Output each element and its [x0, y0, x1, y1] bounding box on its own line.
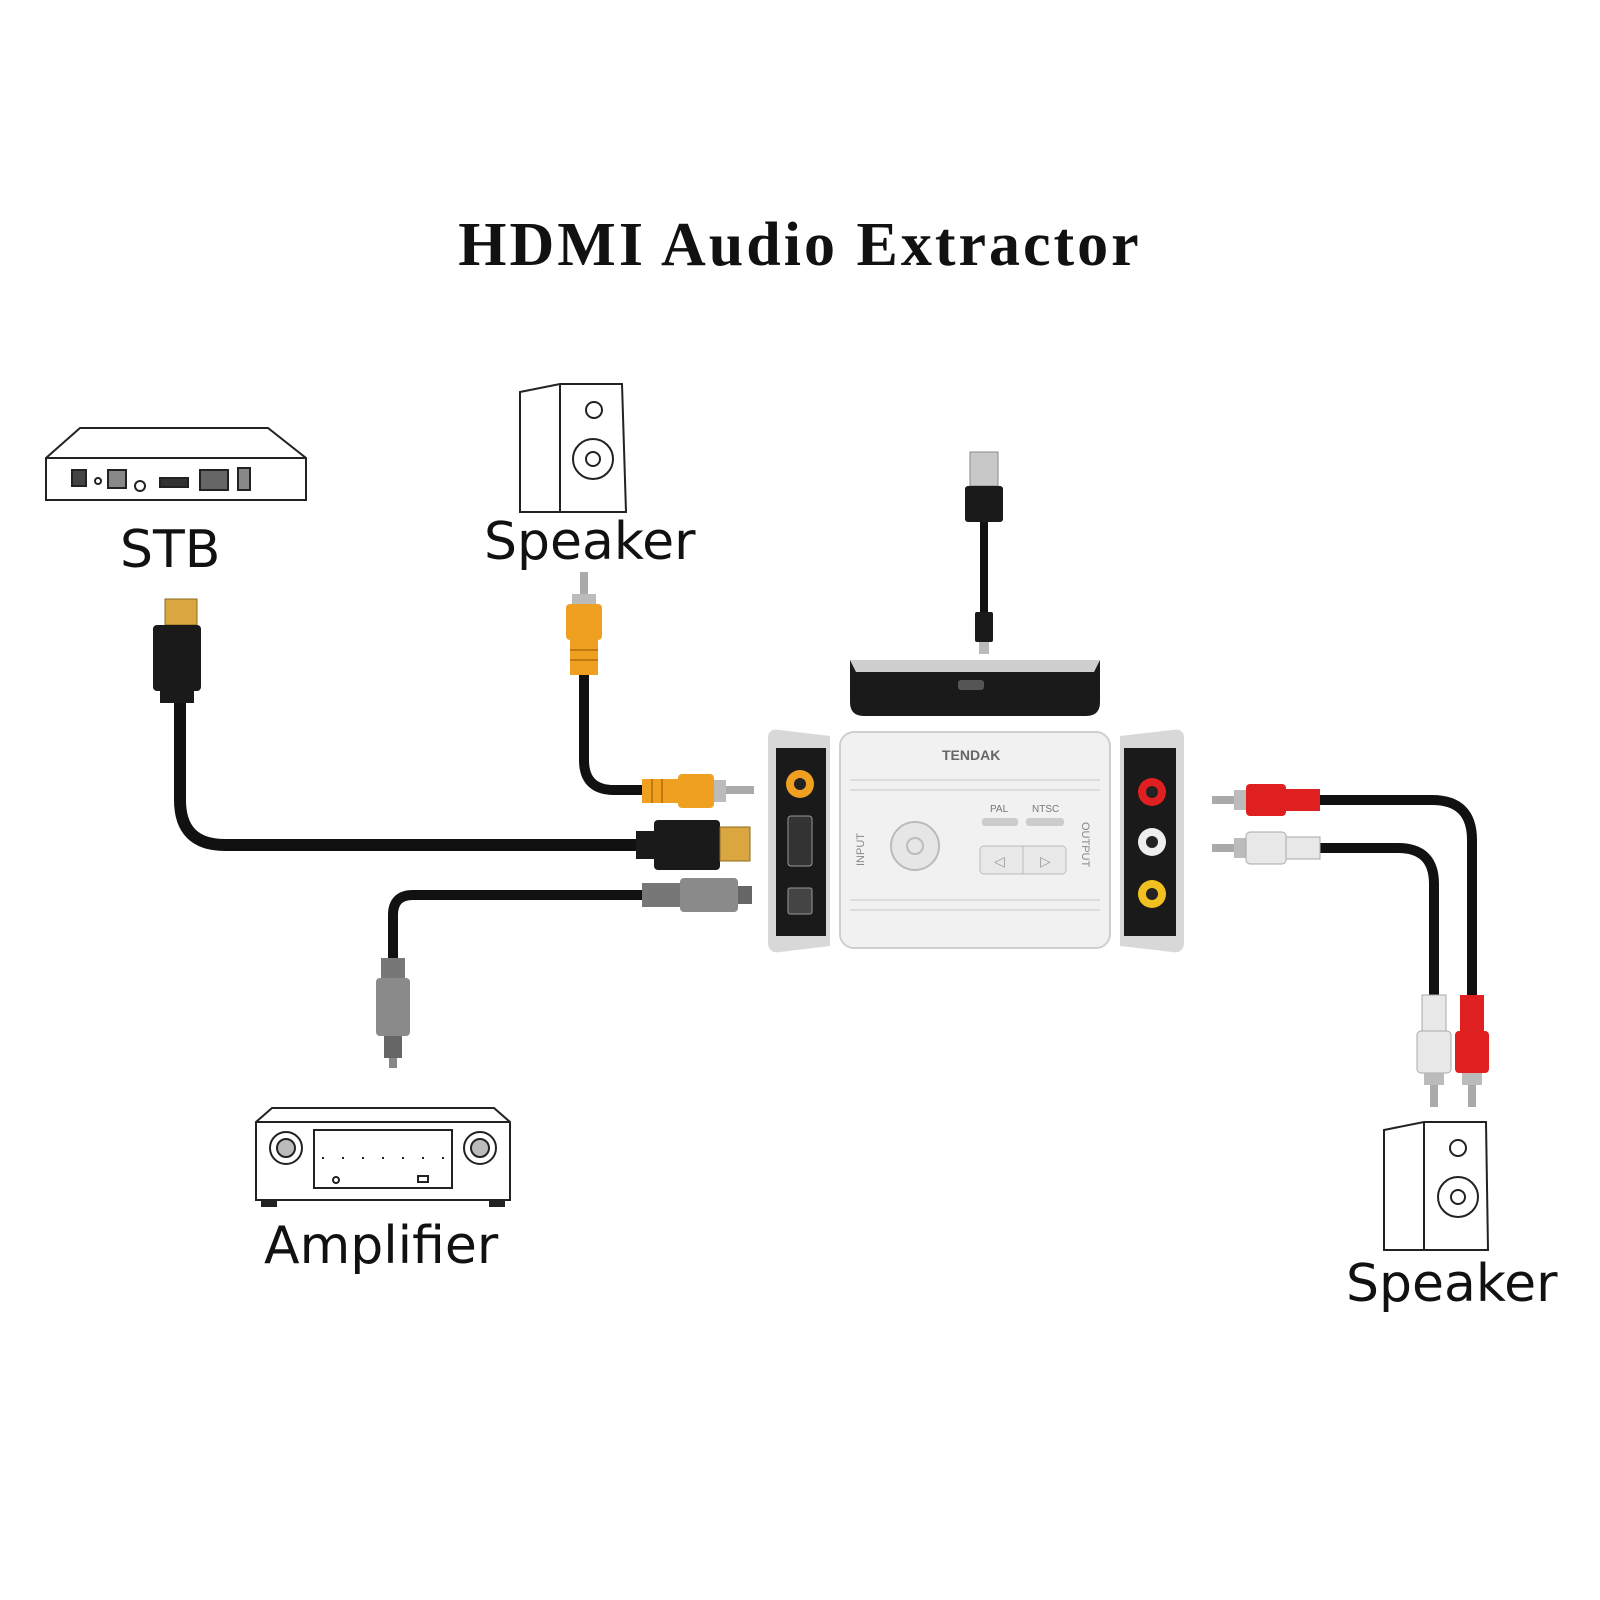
speaker-top-icon	[519, 383, 628, 513]
amplifier-label: Amplifier	[264, 1216, 499, 1276]
rca-white-plug-speaker	[1416, 994, 1452, 1107]
amplifier-icon	[255, 1107, 511, 1207]
pal-label: PAL	[990, 804, 1009, 815]
input-label: INPUT	[855, 833, 867, 866]
page-title: HDMI Audio Extractor	[458, 211, 1142, 279]
hdmi-cable	[174, 690, 640, 851]
svg-text:▷: ▷	[1040, 853, 1051, 869]
rca-white-cable	[1318, 843, 1439, 995]
optical-cable	[388, 890, 645, 958]
rca-plug-coaxial	[642, 774, 754, 808]
rca-white-plug-extractor	[1212, 831, 1321, 865]
speaker-top-label: Speaker	[484, 512, 696, 572]
optical-plug-extractor	[642, 878, 752, 912]
output-label: OUTPUT	[1079, 822, 1091, 868]
coaxial-cable	[579, 675, 650, 795]
svg-text:◁: ◁	[994, 853, 1005, 869]
rca-red-plug-extractor	[1212, 784, 1320, 816]
usb-plug	[965, 451, 1003, 654]
brand-logo: TENDAK	[942, 747, 1000, 763]
speaker-right-label: Speaker	[1346, 1254, 1558, 1314]
hdmi-plug-stb	[153, 598, 201, 703]
stb-label: STB	[120, 520, 221, 580]
rca-plug-speaker-top	[566, 572, 602, 675]
ntsc-label: NTSC	[1032, 804, 1059, 815]
extractor-device: ◁ ▷	[768, 660, 1184, 953]
optical-plug-amplifier	[376, 958, 410, 1068]
hdmi-plug-extractor	[636, 820, 751, 870]
rca-red-cable	[1318, 795, 1477, 995]
rca-red-plug-speaker	[1455, 995, 1489, 1107]
set-top-box-icon	[45, 427, 307, 501]
speaker-right-icon	[1383, 1121, 1490, 1251]
